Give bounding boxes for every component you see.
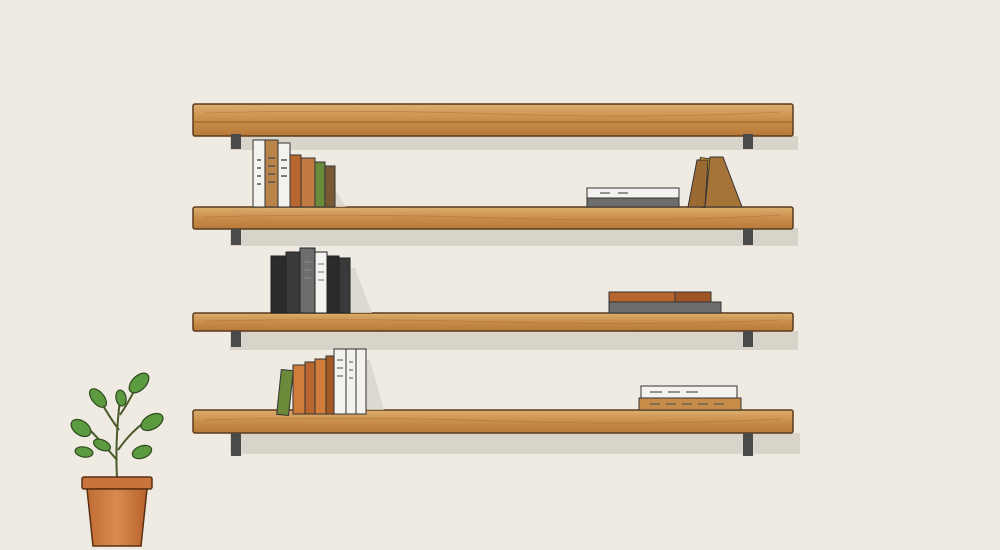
book	[292, 364, 306, 415]
book	[324, 165, 336, 208]
book	[285, 251, 301, 314]
book-group-left	[270, 247, 372, 314]
book-group-right	[586, 156, 743, 209]
book	[333, 348, 347, 415]
book-lying	[674, 291, 712, 303]
book	[314, 251, 328, 314]
shelf-bracket-left	[231, 134, 241, 149]
shelf-bracket-left	[231, 331, 241, 347]
shelf-bracket-left	[231, 229, 241, 245]
shelf-shadow	[230, 331, 798, 350]
wood-grain	[204, 417, 781, 424]
book-shadow	[366, 360, 384, 410]
book	[355, 348, 367, 415]
shelf-bracket-right	[743, 331, 753, 347]
book	[314, 161, 326, 208]
shelf-bracket-left	[231, 433, 241, 456]
book-lying	[586, 197, 680, 208]
shelf-1	[192, 103, 798, 150]
spine-marks	[304, 261, 324, 281]
spine-marks	[257, 157, 287, 185]
shelf-shadow	[230, 228, 798, 246]
book	[314, 358, 327, 415]
bookend	[687, 159, 709, 208]
book	[289, 154, 302, 208]
wood-grain	[204, 214, 781, 221]
bookend	[704, 156, 743, 208]
book	[304, 361, 316, 415]
shelf-bracket-right	[743, 433, 753, 456]
book-shadow	[350, 268, 372, 313]
shelf-shadow	[230, 136, 798, 150]
shelf-2	[192, 139, 798, 246]
pot-body	[86, 488, 148, 547]
shelf-board	[192, 409, 794, 434]
spine-marks	[650, 391, 724, 405]
spine-marks	[337, 359, 353, 379]
book-group-left	[276, 348, 384, 417]
book	[299, 247, 316, 314]
shelf-shadow	[230, 433, 800, 454]
shelf-4	[192, 348, 800, 456]
book	[276, 368, 294, 417]
wood-grain	[204, 319, 781, 324]
shelf-bracket-right	[743, 134, 753, 149]
book	[277, 142, 291, 208]
book	[325, 355, 335, 415]
shelf-3	[192, 247, 798, 350]
shelf-board	[192, 103, 794, 137]
book	[300, 157, 316, 208]
book	[252, 139, 266, 208]
pot-rim	[81, 476, 153, 490]
wood-grain	[204, 110, 781, 117]
book-group-right	[608, 291, 722, 314]
shelf-bracket-right	[743, 229, 753, 245]
book	[345, 348, 357, 415]
potted-plant	[70, 372, 164, 547]
book-group-right	[638, 385, 742, 411]
book-group-left	[252, 139, 346, 208]
plant-leaves	[70, 372, 164, 460]
book	[326, 255, 340, 314]
book-lying	[608, 301, 722, 314]
book	[270, 255, 287, 314]
book	[338, 257, 351, 314]
